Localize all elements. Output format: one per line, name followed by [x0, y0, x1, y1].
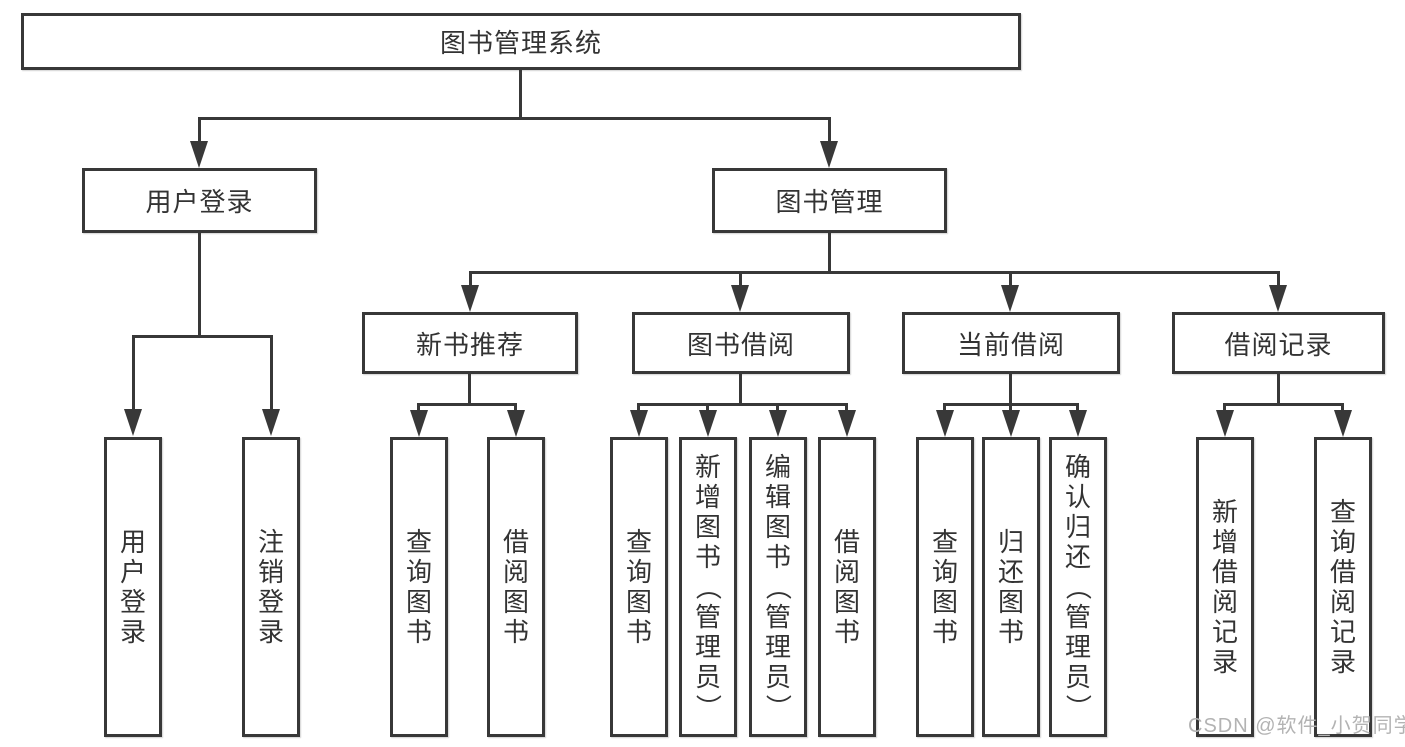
connector-line [637, 403, 848, 406]
connector-line [943, 403, 946, 411]
node-new-book-recommend-label: 新书推荐 [415, 329, 524, 360]
arrowhead-icon [1069, 410, 1087, 437]
connector-line [1009, 374, 1012, 405]
leaf-query-books-borrow: 查询图书 [610, 437, 668, 737]
node-current-borrow: 当前借阅 [902, 312, 1120, 374]
connector-line [1076, 403, 1079, 411]
arrowhead-icon [124, 409, 142, 436]
leaf-confirm-return-admin-label: 确认归还（管理员） [1062, 452, 1093, 721]
connector-line [198, 117, 201, 142]
arrowhead-icon [1216, 410, 1234, 437]
connector-line [198, 233, 201, 337]
leaf-query-borrow-record: 查询借阅记录 [1314, 437, 1372, 737]
arrowhead-icon [461, 285, 479, 312]
connector-line [514, 403, 517, 411]
arrowhead-icon [190, 141, 208, 168]
node-borrow-records: 借阅记录 [1172, 312, 1385, 374]
leaf-add-book-admin-label: 新增图书（管理员） [692, 452, 723, 721]
connector-line [132, 335, 273, 338]
connector-line [739, 271, 742, 285]
arrowhead-icon [410, 410, 428, 437]
connector-line [1277, 271, 1280, 285]
arrowhead-icon [820, 141, 838, 168]
arrowhead-icon [507, 410, 525, 437]
leaf-user-login-label: 用户登录 [119, 527, 146, 647]
connector-line [519, 70, 522, 118]
leaf-borrow-books: 借阅图书 [818, 437, 876, 737]
leaf-query-books-borrow-label: 查询图书 [625, 527, 652, 647]
leaf-edit-book-admin-label: 编辑图书（管理员） [762, 452, 793, 721]
arrowhead-icon [936, 410, 954, 437]
connector-line [845, 403, 848, 411]
csdn-watermark: CSDN @软件_小贺同学 [1188, 715, 1405, 737]
connector-line [637, 403, 640, 411]
leaf-query-borrow-record-label: 查询借阅记录 [1329, 497, 1356, 677]
connector-line [1341, 403, 1344, 411]
connector-line [1009, 403, 1012, 411]
connector-line [1223, 403, 1226, 411]
leaf-query-books-recommend-label: 查询图书 [405, 527, 432, 647]
leaf-borrow-books-label: 借阅图书 [833, 527, 860, 647]
connector-line [417, 403, 517, 406]
arrowhead-icon [838, 410, 856, 437]
node-book-management-label: 图书管理 [775, 187, 884, 217]
leaf-return-books: 归还图书 [982, 437, 1040, 737]
arrowhead-icon [1001, 285, 1019, 312]
leaf-query-books-recommend: 查询图书 [390, 437, 448, 737]
arrowhead-icon [630, 410, 648, 437]
node-root-label: 图书管理系统 [439, 28, 602, 58]
connector-line [270, 335, 273, 409]
node-book-borrow-label: 图书借阅 [686, 329, 795, 360]
arrowhead-icon [769, 410, 787, 437]
leaf-query-books-current-label: 查询图书 [931, 527, 958, 647]
connector-line [469, 271, 1280, 274]
connector-line [828, 233, 831, 274]
node-new-book-recommend: 新书推荐 [362, 312, 578, 374]
leaf-confirm-return-admin: 确认归还（管理员） [1049, 437, 1107, 737]
node-borrow-records-label: 借阅记录 [1224, 329, 1333, 360]
leaf-add-borrow-record: 新增借阅记录 [1196, 437, 1254, 737]
arrowhead-icon [731, 285, 749, 312]
arrowhead-icon [262, 409, 280, 436]
node-user-login-branch: 用户登录 [82, 168, 317, 233]
node-current-borrow-label: 当前借阅 [956, 329, 1065, 360]
leaf-add-borrow-record-label: 新增借阅记录 [1211, 497, 1238, 677]
connector-line [739, 374, 742, 405]
connector-line [468, 374, 471, 405]
connector-line [706, 403, 709, 411]
node-root: 图书管理系统 [21, 13, 1021, 70]
arrowhead-icon [699, 410, 717, 437]
connector-line [417, 403, 420, 411]
leaf-logout: 注销登录 [242, 437, 300, 737]
leaf-borrow-books-recommend-label: 借阅图书 [502, 527, 529, 647]
leaf-user-login: 用户登录 [104, 437, 162, 737]
node-book-management: 图书管理 [712, 168, 947, 233]
leaf-borrow-books-recommend: 借阅图书 [487, 437, 545, 737]
connector-line [469, 271, 472, 285]
leaf-add-book-admin: 新增图书（管理员） [679, 437, 737, 737]
leaf-query-books-current: 查询图书 [916, 437, 974, 737]
connector-line [1223, 403, 1344, 406]
node-user-login-branch-label: 用户登录 [145, 187, 254, 217]
connector-line [1277, 374, 1280, 405]
arrowhead-icon [1269, 285, 1287, 312]
arrowhead-icon [1334, 410, 1352, 437]
connector-line [198, 117, 831, 120]
connector-line [1009, 271, 1012, 285]
node-book-borrow: 图书借阅 [632, 312, 850, 374]
connector-line [776, 403, 779, 411]
arrowhead-icon [1002, 410, 1020, 437]
leaf-return-books-label: 归还图书 [997, 527, 1024, 647]
connector-line [828, 117, 831, 142]
connector-line [132, 335, 135, 409]
leaf-edit-book-admin: 编辑图书（管理员） [749, 437, 807, 737]
leaf-logout-label: 注销登录 [257, 527, 284, 647]
